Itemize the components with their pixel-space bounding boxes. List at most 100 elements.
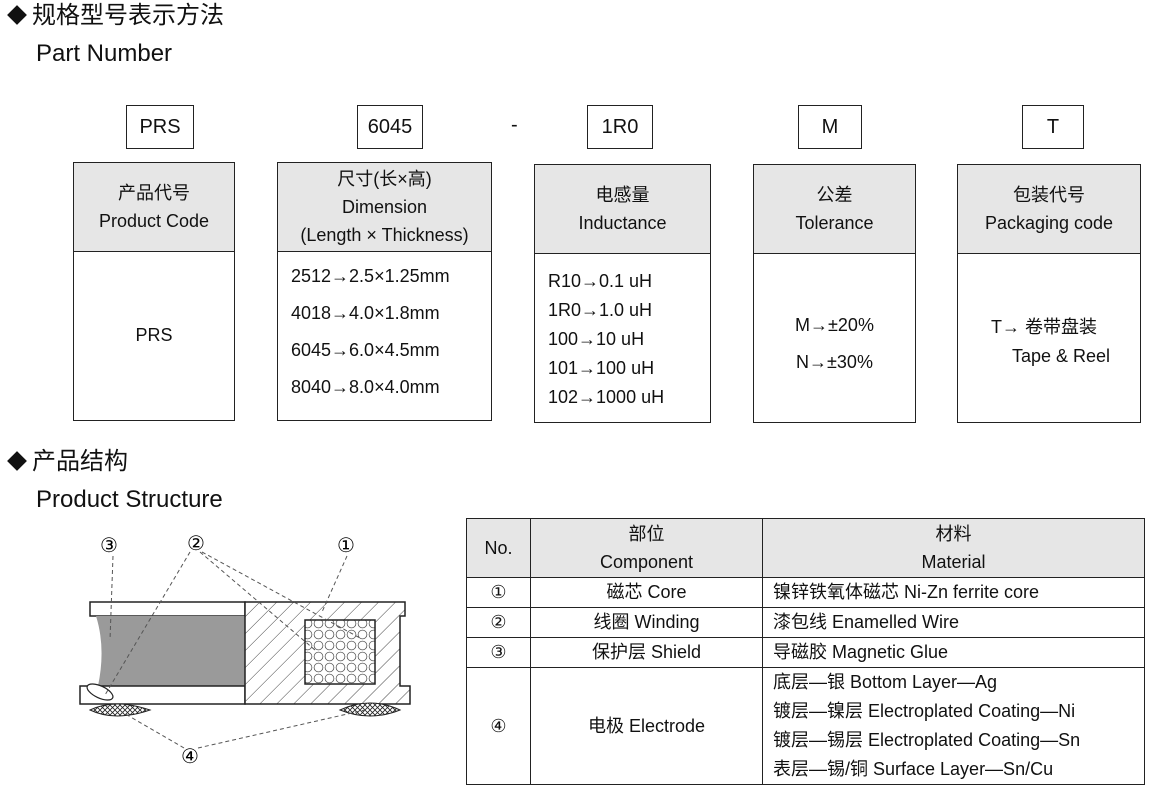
shield-glue-left	[96, 616, 150, 686]
callout-4: ④	[181, 744, 199, 768]
table-row: ② 线圈 Winding 漆包线 Enamelled Wire	[466, 607, 1145, 638]
material-table: No. 部位 Component 材料 Material ① 磁芯 Core 镍…	[466, 518, 1145, 785]
row-material: 漆包线 Enamelled Wire	[762, 607, 1145, 638]
section-subtitle-structure: Product Structure	[36, 486, 223, 513]
spec-header: 电感量 Inductance	[535, 165, 710, 254]
top-flange-left	[89, 601, 246, 617]
list-item: T→ 卷带盘装	[991, 317, 1097, 337]
list-item: R10→0.1 uH	[548, 271, 653, 291]
list-item: 100→10 uH	[548, 329, 645, 349]
callout-2: ②	[187, 531, 205, 555]
list-item: M→±20%	[795, 315, 874, 335]
row-component: 磁芯 Core	[530, 577, 763, 608]
row-material: 导磁胶 Magnetic Glue	[762, 637, 1145, 668]
shield-glue-body	[150, 616, 245, 686]
list-item: 2512→2.5×1.25mm	[291, 266, 450, 286]
header-material: 材料 Material	[762, 518, 1145, 578]
spec-body: R10→0.1 uH 1R0→1.0 uH 100→10 uH 101→100 …	[535, 254, 710, 412]
winding-coil	[304, 619, 376, 685]
callout-3: ③	[100, 533, 118, 557]
section-title-cn: 规格型号表示方法	[32, 2, 224, 29]
spec-header: 公差 Tolerance	[754, 165, 915, 254]
row-material: 底层—银 Bottom Layer—Ag 镀层—镍层 Electroplated…	[762, 667, 1145, 785]
code-box-1r0: 1R0	[587, 105, 653, 149]
row-component: 保护层 Shield	[530, 637, 763, 668]
material-line: 底层—银 Bottom Layer—Ag	[773, 672, 998, 692]
diamond-bullet-icon	[7, 5, 27, 26]
list-item: 101→100 uH	[548, 358, 655, 378]
row-no: ③	[466, 637, 531, 668]
spec-product-code: 产品代号 Product Code PRS	[73, 162, 235, 421]
leader-line	[121, 711, 185, 749]
row-no: ②	[466, 607, 531, 638]
row-component: 线圈 Winding	[530, 607, 763, 638]
header-component-en: Component	[599, 552, 694, 572]
electrode-right	[338, 702, 402, 717]
spec-header-en: Tolerance	[795, 213, 874, 233]
material-line: 镀层—锡层 Electroplated Coating—Sn	[773, 730, 1081, 750]
leader-line	[321, 555, 348, 613]
row-no: ④	[466, 667, 531, 785]
spec-header-en: Product Code	[98, 211, 210, 231]
spec-tolerance: 公差 Tolerance M→±20% N→±30%	[753, 164, 916, 423]
spec-dimension: 尺寸(长×高) Dimension (Length × Thickness) 2…	[277, 162, 492, 421]
spec-inductance: 电感量 Inductance R10→0.1 uH 1R0→1.0 uH 100…	[534, 164, 711, 423]
code-box-6045: 6045	[357, 105, 423, 149]
spec-header-cn: 尺寸(长×高)	[337, 169, 432, 189]
header-material-en: Material	[921, 552, 986, 572]
list-item: N→±30%	[796, 352, 873, 372]
code-dash: -	[511, 114, 518, 136]
spec-header: 包装代号 Packaging code	[958, 165, 1140, 254]
spec-header: 尺寸(长×高) Dimension (Length × Thickness)	[278, 163, 491, 252]
code-box-t: T	[1022, 105, 1084, 149]
electrode-left	[88, 703, 152, 717]
row-material: 镍锌铁氧体磁芯 Ni-Zn ferrite core	[762, 577, 1145, 608]
section-subtitle-part-number: Part Number	[36, 40, 173, 67]
spec-header-en: Packaging code	[984, 213, 1114, 233]
section-title-cn: 产品结构	[32, 448, 128, 475]
spec-header-cn: 产品代号	[118, 183, 190, 203]
spec-header-cn: 电感量	[595, 185, 650, 205]
spec-packaging: 包装代号 Packaging code T→ 卷带盘装 Tape & Reel	[957, 164, 1141, 423]
list-item: Tape & Reel	[1012, 346, 1111, 366]
spec-header-cn: 包装代号	[1013, 185, 1085, 205]
spec-header: 产品代号 Product Code	[74, 163, 234, 252]
diamond-bullet-icon	[7, 451, 27, 472]
spec-body: PRS	[74, 252, 234, 418]
header-component-cn: 部位	[628, 524, 665, 544]
leader-line	[201, 551, 361, 639]
leader-line	[109, 555, 114, 641]
structure-diagram: ③ ② ① ④	[79, 531, 411, 768]
header-material-cn: 材料	[935, 524, 972, 544]
table-row: ③ 保护层 Shield 导磁胶 Magnetic Glue	[466, 637, 1145, 668]
list-item: 6045→6.0×4.5mm	[291, 340, 440, 360]
table-row: ① 磁芯 Core 镍锌铁氧体磁芯 Ni-Zn ferrite core	[466, 577, 1145, 608]
list-item: 4018→4.0×1.8mm	[291, 303, 440, 323]
material-line: 表层—锡/铜 Surface Layer—Sn/Cu	[773, 759, 1054, 779]
row-no: ①	[466, 577, 531, 608]
spec-header-en: Inductance	[578, 213, 667, 233]
section-title-part-number: 规格型号表示方法	[6, 2, 224, 30]
row-component: 电极 Electrode	[530, 667, 763, 785]
code-box-m: M	[798, 105, 862, 149]
leader-line	[197, 709, 366, 749]
electrode-lead	[86, 683, 114, 701]
code-box-prs: PRS	[126, 105, 194, 149]
table-header-row: No. 部位 Component 材料 Material	[466, 518, 1145, 578]
spec-body: T→ 卷带盘装 Tape & Reel	[958, 254, 1140, 371]
section-title-structure: 产品结构	[6, 448, 128, 476]
callout-1: ①	[337, 533, 355, 557]
spec-header-cn: 公差	[816, 185, 853, 205]
header-component: 部位 Component	[530, 518, 763, 578]
header-no: No.	[466, 518, 531, 578]
spec-header-sub: (Length × Thickness)	[300, 225, 469, 245]
list-item: 102→1000 uH	[548, 387, 665, 407]
list-item: 8040→8.0×4.0mm	[291, 377, 440, 397]
material-line: 镀层—镍层 Electroplated Coating—Ni	[773, 701, 1076, 721]
spec-header-en: Dimension	[341, 197, 428, 217]
spec-body: M→±20% N→±30%	[754, 254, 915, 381]
spec-value: PRS	[135, 324, 173, 345]
list-item: 1R0→1.0 uH	[548, 300, 653, 320]
table-row: ④ 电极 Electrode 底层—银 Bottom Layer—Ag 镀层—镍…	[466, 667, 1145, 785]
spec-body: 2512→2.5×1.25mm 4018→4.0×1.8mm 6045→6.0×…	[278, 252, 491, 406]
